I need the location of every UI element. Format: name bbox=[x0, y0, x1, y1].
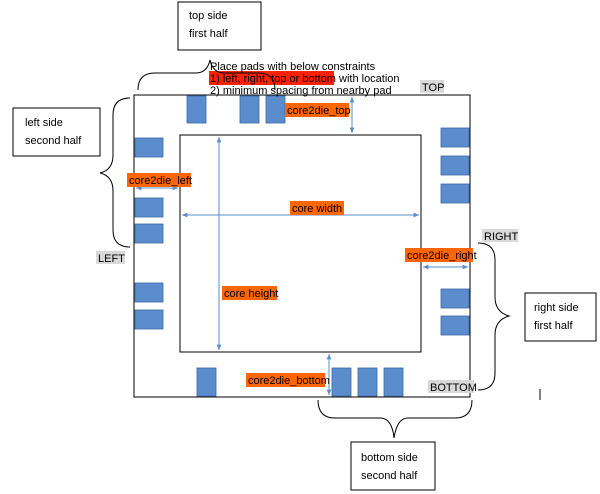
core-width-label: core width bbox=[292, 203, 342, 215]
pad bbox=[440, 288, 470, 309]
pads-bottom bbox=[196, 367, 404, 397]
instruction-line-1: Place pads with below constraints bbox=[210, 61, 376, 73]
core2die-right-label: core2die_right bbox=[407, 250, 477, 262]
callout-top-line-1: top side bbox=[189, 10, 228, 22]
core-height-label: core height bbox=[224, 288, 278, 300]
brace-right bbox=[477, 242, 511, 391]
pad bbox=[331, 367, 352, 397]
callout-right-line-2: first half bbox=[534, 320, 573, 332]
instruction-line-3: 2) minimum spacing from nearby pad bbox=[210, 85, 392, 97]
pad bbox=[440, 183, 470, 204]
pad bbox=[134, 282, 164, 303]
pad bbox=[357, 367, 378, 397]
side-label-top: TOP bbox=[422, 82, 444, 94]
callout-bottom-line-1: bottom side bbox=[361, 452, 418, 464]
brace-bottom bbox=[317, 399, 473, 439]
pad bbox=[134, 309, 164, 330]
pad bbox=[440, 155, 470, 176]
pad bbox=[265, 95, 286, 124]
brace-top bbox=[137, 59, 276, 91]
core-outline bbox=[179, 134, 422, 353]
pad bbox=[134, 137, 164, 158]
pad bbox=[440, 127, 470, 148]
callout-left-line-2: second half bbox=[25, 135, 82, 147]
pad bbox=[134, 223, 164, 244]
callout-bottom-second-half bbox=[350, 441, 436, 491]
core2die-left-label: core2die_left bbox=[129, 175, 192, 187]
pad bbox=[134, 197, 164, 218]
core2die-top-label: core2die_top bbox=[287, 105, 351, 117]
side-label-right: RIGHT bbox=[484, 231, 519, 243]
callout-right-first-half bbox=[524, 292, 597, 342]
pads-left bbox=[134, 137, 164, 330]
pad bbox=[440, 315, 470, 336]
instruction-line-2: 1) left, right, top or bottom with locat… bbox=[210, 73, 400, 85]
callout-left-line-1: left side bbox=[25, 117, 63, 129]
callout-left-second-half bbox=[12, 107, 101, 157]
callout-bottom-line-2: second half bbox=[361, 470, 418, 482]
core2die-bottom-label: core2die_bottom bbox=[248, 375, 330, 387]
side-label-bottom: BOTTOM bbox=[430, 382, 477, 394]
pad bbox=[196, 367, 217, 397]
pads-top bbox=[186, 95, 286, 124]
brace-left bbox=[99, 97, 131, 248]
pad bbox=[239, 95, 260, 124]
callout-top-first-half bbox=[177, 1, 262, 51]
side-label-left: LEFT bbox=[98, 253, 125, 265]
callout-top-line-2: first half bbox=[189, 28, 228, 40]
callout-right-line-1: right side bbox=[534, 302, 579, 314]
pads-right bbox=[440, 127, 470, 336]
die-outline bbox=[133, 94, 471, 398]
pad bbox=[186, 95, 207, 124]
pad bbox=[383, 367, 404, 397]
